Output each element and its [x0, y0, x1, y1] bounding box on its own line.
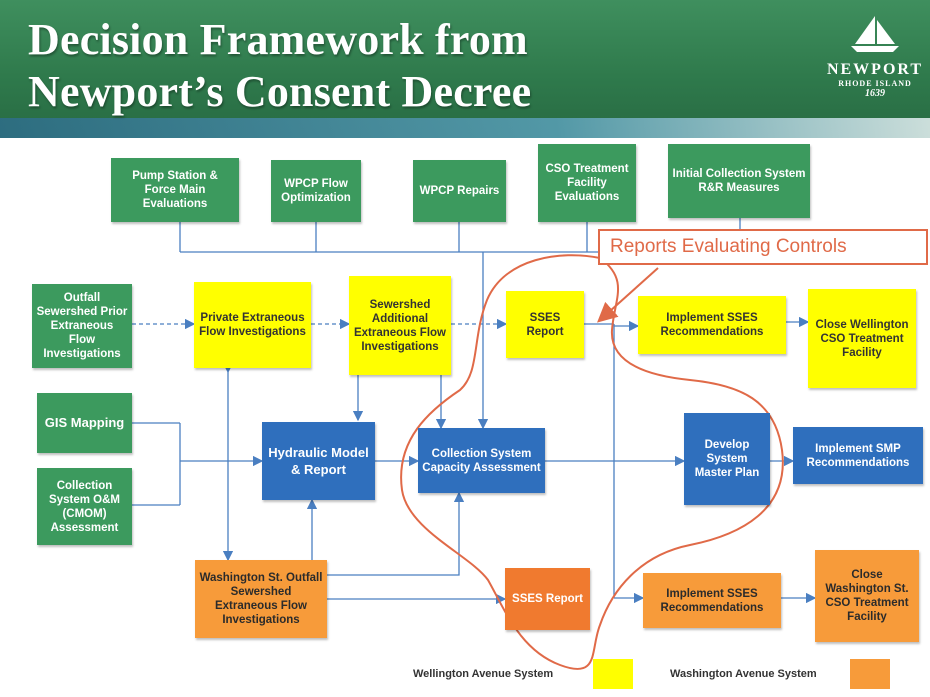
title-line-1: Decision Framework from	[28, 15, 528, 64]
close-washington-box: Close Washington St. CSO Treatment Facil…	[815, 550, 919, 642]
close-wellington-box: Close Wellington CSO Treatment Facility	[808, 289, 916, 388]
cso-treatment-box: CSO Treatment Facility Evaluations	[538, 144, 636, 222]
gis-mapping-box: GIS Mapping	[37, 393, 132, 453]
sewershed-box: Sewershed Additional Extraneous Flow Inv…	[349, 276, 451, 375]
reports-callout: Reports Evaluating Controls	[598, 229, 928, 265]
system-master-plan-box: Develop System Master Plan	[684, 413, 770, 505]
implement-smp-box: Implement SMP Recommendations	[793, 427, 923, 484]
implement-sses-orange: Implement SSES Recommendations	[643, 573, 781, 628]
newport-logo: NEWPORT RHODE ISLAND 1639	[822, 14, 928, 99]
connector	[327, 491, 465, 576]
title-line-2: Newport’s Consent Decree	[28, 67, 532, 116]
logo-name: NEWPORT	[826, 61, 924, 78]
legend-wellington-label: Wellington Avenue System	[413, 668, 554, 680]
wpcp-repairs-box: WPCP Repairs	[413, 160, 506, 222]
logo-state: RHODE ISLAND	[838, 79, 912, 88]
cmom-box: Collection System O&M (CMOM) Assessment	[37, 468, 132, 545]
washington-outfall-box: Washington St. Outfall Sewershed Extrane…	[195, 560, 327, 638]
sses-report-yellow: SSES Report	[506, 291, 584, 358]
title-banner: Decision Framework from Newport’s Consen…	[0, 0, 930, 138]
initial-rr-box: Initial Collection System R&R Measures	[668, 144, 810, 218]
annotation-arrow	[597, 267, 659, 323]
pump-station-box: Pump Station & Force Main Evaluations	[111, 158, 239, 222]
hydraulic-model-box: Hydraulic Model & Report	[262, 422, 375, 500]
outfall-box: Outfall Sewershed Prior Extraneous Flow …	[32, 284, 132, 368]
capacity-assessment-box: Collection System Capacity Assessment	[418, 428, 545, 493]
implement-sses-yellow: Implement SSES Recommendations	[638, 296, 786, 354]
legend-washington-label: Washington Avenue System	[670, 668, 817, 680]
legend-wellington-swatch	[593, 659, 633, 689]
wpcp-flow-box: WPCP Flow Optimization	[271, 160, 361, 222]
legend-washington-swatch	[850, 659, 890, 689]
logo-year: 1639	[865, 88, 885, 99]
annotation-loop	[400, 254, 784, 671]
sailboat-icon	[851, 16, 899, 52]
private-investigations-box: Private Extraneous Flow Investigations	[194, 282, 311, 368]
sses-report-orange: SSES Report	[505, 568, 590, 630]
slide-title: Decision Framework from Newport’s Consen…	[28, 14, 531, 118]
banner-stripe	[0, 118, 930, 138]
